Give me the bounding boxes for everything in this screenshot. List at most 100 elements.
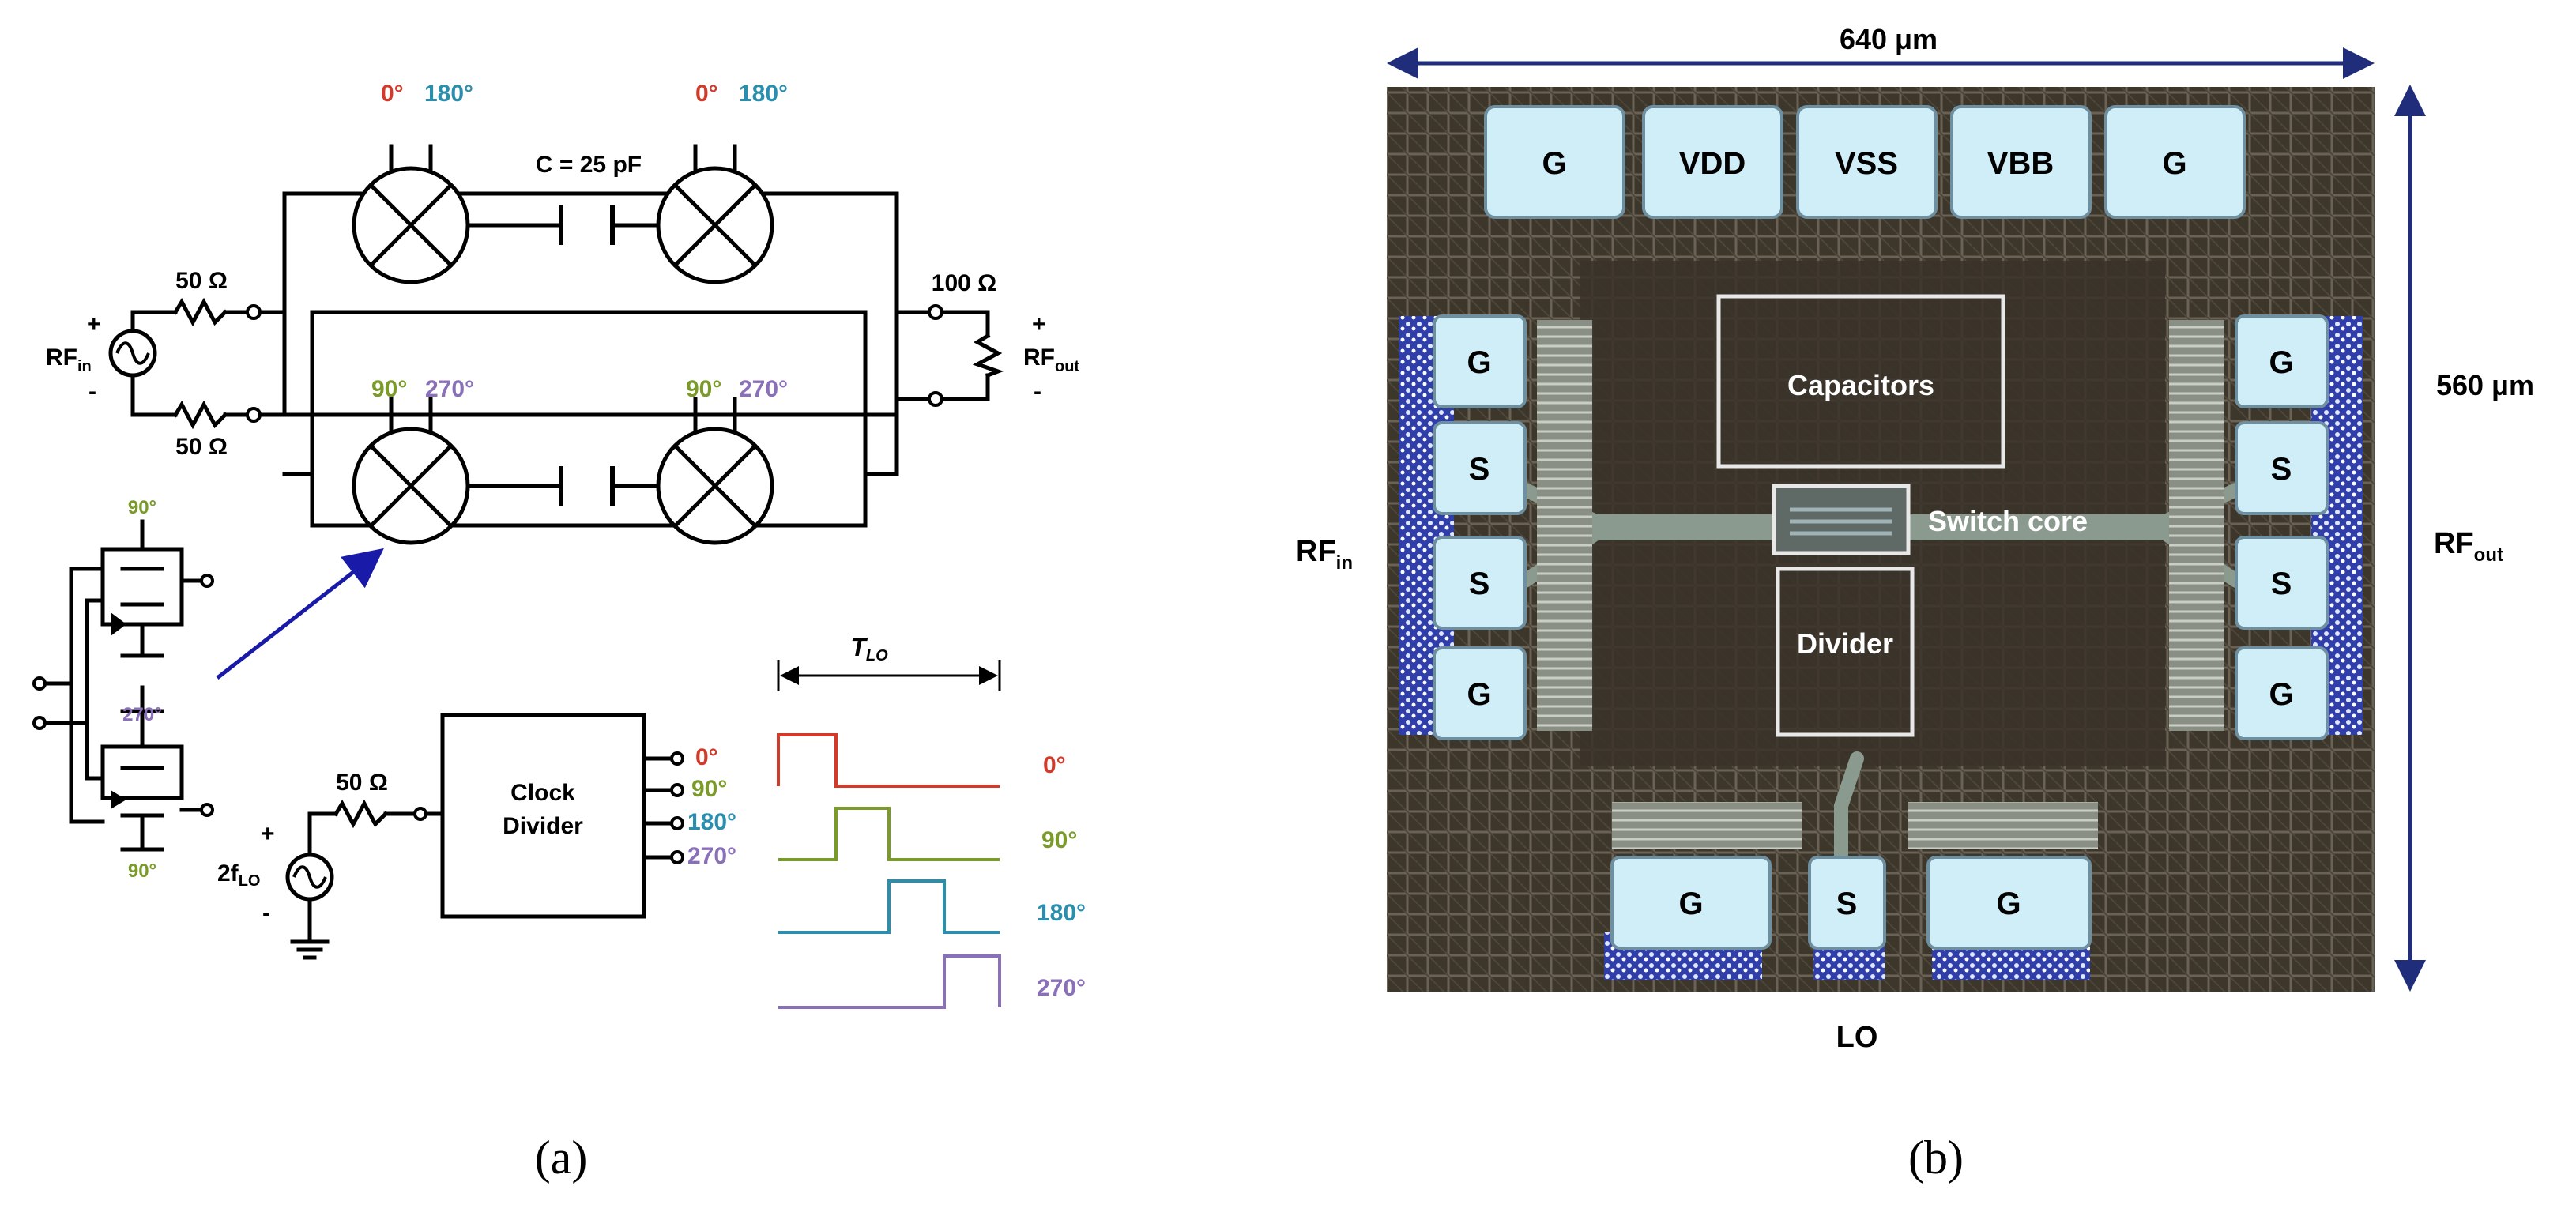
lo-source-plus: + — [261, 821, 275, 847]
resistor-in-top-value: 50 Ω — [175, 268, 228, 294]
svg-text:S: S — [1469, 452, 1490, 487]
svg-text:S: S — [2271, 452, 2292, 487]
resistor-in-top — [172, 297, 228, 327]
lo-source-icon — [285, 811, 338, 960]
mixer-bottom-left-phase-270: 270° — [425, 376, 474, 402]
switch-transistor-detail — [32, 519, 214, 852]
divider-output-90: 90° — [691, 776, 727, 802]
mixer-top-right-phase-180: 180° — [739, 81, 788, 107]
mixer-bottom-left-phase-90: 90° — [371, 376, 407, 402]
switch-phase-90-top: 90° — [128, 497, 156, 518]
detail-pointer-arrow — [216, 548, 384, 680]
clock-divider-line2: Divider — [503, 813, 583, 839]
resistor-out — [972, 333, 1004, 378]
lo-source-label: 2fLO — [217, 860, 260, 890]
pad-right-s-top: S — [2235, 421, 2329, 515]
terminals — [246, 304, 943, 423]
waveform-180 — [778, 879, 1000, 934]
pad-top-vss: VSS — [1796, 105, 1938, 219]
divider-block: Divider — [1776, 567, 1915, 737]
capacitor-bottom-icon — [559, 466, 615, 506]
resistor-lo-value: 50 Ω — [336, 770, 388, 796]
capacitor-top-icon — [559, 205, 615, 245]
resistor-in-bottom-value: 50 Ω — [175, 434, 228, 460]
width-dimension-label: 640 μm — [1840, 23, 1938, 55]
lo-source-minus: - — [262, 900, 270, 926]
pad-top-vbb: VBB — [1950, 105, 2092, 219]
resistor-lo — [333, 799, 389, 829]
height-dimension-label: 560 μm — [2436, 369, 2534, 401]
pad-bottom-g-right: G — [1926, 856, 2092, 950]
panel-b-chip-photo: 640 μm 560 μm G VDD VSS — [1296, 23, 2534, 1184]
mixer-top-right-icon — [656, 166, 774, 284]
svg-text:G: G — [1542, 146, 1566, 181]
switch-phase-90-bottom: 90° — [128, 860, 156, 882]
bottom-pads: G S G — [1604, 802, 2098, 980]
pad-right-s-bottom: S — [2235, 536, 2329, 630]
svg-text:S: S — [2271, 567, 2292, 601]
resistor-in-bottom — [172, 400, 228, 430]
mixer-bottom-right-phase-90: 90° — [686, 376, 721, 402]
rf-out-label: RFout — [1023, 344, 1079, 375]
panel-a-caption: (a) — [535, 1131, 588, 1184]
pad-right-g-top: G — [2235, 314, 2329, 408]
svg-text:Divider: Divider — [1797, 627, 1893, 660]
panel-b-caption: (b) — [1908, 1131, 1964, 1184]
pad-bottom-g-left: G — [1610, 856, 1772, 950]
mixer-bottom-right-phase-270: 270° — [739, 376, 788, 402]
chip-rf-in-label: RFin — [1296, 535, 1353, 574]
pad-left-s-top: S — [1433, 421, 1527, 515]
svg-text:G: G — [1996, 887, 2021, 921]
switch-core-block: Switch core — [1772, 484, 2088, 555]
divider-output-180: 180° — [687, 809, 736, 835]
svg-text:S: S — [1836, 887, 1858, 921]
switch-phase-270: 270° — [122, 704, 162, 725]
right-pads: G S S G — [2169, 314, 2363, 740]
left-pads: G S S G — [1399, 314, 1592, 740]
waveform-270 — [778, 954, 1001, 1009]
svg-text:VDD: VDD — [1679, 146, 1746, 181]
svg-text:VBB: VBB — [1987, 146, 2054, 181]
waveform-90 — [778, 807, 1000, 861]
divider-output-0: 0° — [695, 744, 718, 770]
pad-left-s-bottom: S — [1433, 536, 1527, 630]
pad-bottom-s: S — [1808, 856, 1886, 950]
waveform-label-0: 0° — [1043, 752, 1066, 778]
svg-text:VSS: VSS — [1835, 146, 1898, 181]
clock-divider-block: Clock Divider — [440, 713, 684, 919]
pad-left-g-bottom: G — [1433, 646, 1527, 740]
svg-text:G: G — [2269, 345, 2293, 380]
chip-rf-out-label: RFout — [2434, 527, 2503, 566]
rf-out-minus: - — [1034, 378, 1041, 405]
waveform-label-90: 90° — [1041, 827, 1077, 853]
svg-text:G: G — [2162, 146, 2186, 181]
mixer-top-left-icon — [352, 166, 470, 284]
mixer-bottom-right-icon — [656, 427, 774, 545]
mixer-top-left-phase-0: 0° — [381, 81, 404, 107]
pad-top-g-left: G — [1484, 105, 1625, 219]
svg-text:Switch core: Switch core — [1928, 505, 2088, 537]
capacitor-value: C = 25 pF — [536, 152, 642, 178]
svg-text:G: G — [1678, 887, 1703, 921]
capacitors-block: Capacitors — [1716, 294, 2005, 469]
period-label: TLO — [850, 633, 888, 664]
mixer-top-right-phase-0: 0° — [695, 81, 718, 107]
pad-right-g-bottom: G — [2235, 646, 2329, 740]
svg-text:G: G — [1467, 345, 1491, 380]
pad-top-vdd: VDD — [1642, 105, 1783, 219]
waveform-label-180: 180° — [1037, 900, 1086, 926]
rf-in-minus: - — [89, 378, 96, 405]
pad-left-g-top: G — [1433, 314, 1527, 408]
top-pads: G VDD VSS VBB G — [1484, 105, 2246, 219]
rf-out-plus: + — [1032, 311, 1046, 337]
rf-in-plus: + — [87, 311, 101, 337]
svg-text:Capacitors: Capacitors — [1787, 369, 1934, 401]
rf-in-label: RFin — [46, 344, 92, 375]
svg-text:G: G — [2269, 677, 2293, 712]
chip-lo-label: LO — [1836, 1021, 1878, 1054]
waveform-label-270: 270° — [1037, 975, 1086, 1001]
svg-text:G: G — [1467, 677, 1491, 712]
clock-divider-line1: Clock — [510, 780, 575, 806]
rf-in-source-icon — [108, 329, 157, 378]
